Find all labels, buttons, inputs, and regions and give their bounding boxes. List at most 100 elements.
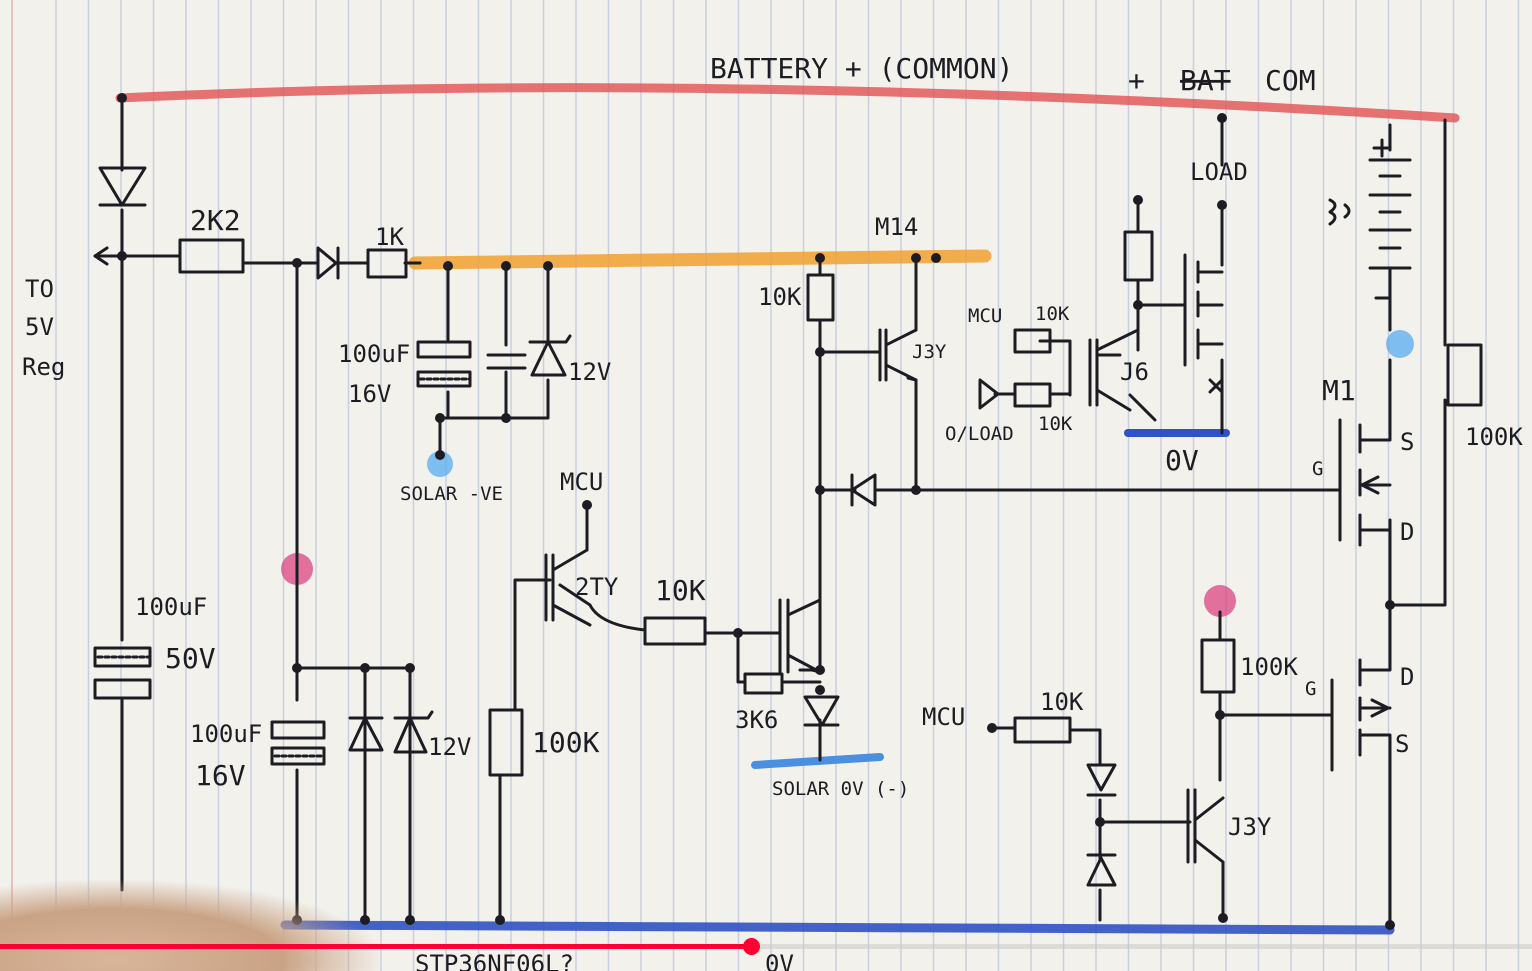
wiring	[93, 96, 1447, 927]
label-m14: M14	[875, 213, 918, 241]
junction-dot	[435, 450, 445, 460]
junction-dot	[501, 261, 511, 271]
paper-rules	[55, 0, 1520, 971]
annotations: BATTERY + (COMMON) + BAT COM LOAD TO 5V …	[22, 52, 1523, 971]
battery-positive-rail	[115, 83, 1460, 123]
junction-dot	[815, 485, 825, 495]
label-10k-mid: 10K	[655, 574, 706, 607]
label-reg: Reg	[22, 353, 65, 381]
junction-dot	[501, 413, 511, 423]
junction-dot	[1385, 920, 1395, 930]
junction-dot	[1133, 300, 1143, 310]
label-j6: J6	[1120, 358, 1149, 386]
video-progress-bar[interactable]	[0, 938, 1532, 955]
label-mcu-top: MCU	[968, 305, 1002, 327]
label-100k-mid: 100K	[532, 726, 600, 759]
label-com: COM	[1265, 64, 1316, 97]
label-12v-low: 12V	[428, 733, 471, 761]
junction-dot	[815, 685, 825, 695]
label-5v: 5V	[25, 313, 54, 341]
label-100uf-low: 100uF	[190, 720, 262, 748]
solar-positive-rail	[408, 249, 992, 270]
junction-dot	[582, 500, 592, 510]
label-to: TO	[25, 275, 54, 303]
label-50v: 50V	[165, 642, 216, 675]
label-s-low: S	[1395, 730, 1409, 758]
label-solar-0v: SOLAR 0V (-)	[772, 778, 909, 800]
label-d-top: D	[1400, 518, 1414, 546]
junction-dot	[117, 93, 127, 103]
label-16v-top: 16V	[348, 380, 391, 408]
label-10k-mcu-top: 10K	[1035, 303, 1070, 325]
junction-dot	[931, 253, 941, 263]
junction-dot	[911, 253, 921, 263]
solar-negative-node	[427, 451, 453, 477]
label-m1: M1	[1322, 374, 1356, 407]
label-bottom-cut-a: STP36NF06L?	[415, 950, 574, 971]
junction-dot	[815, 665, 825, 675]
label-oload: O/LOAD	[945, 423, 1014, 445]
label-g-low: G	[1305, 678, 1316, 700]
label-solar-ve: SOLAR -VE	[400, 483, 503, 505]
video-progress-fill	[0, 944, 751, 949]
label-100uf-50v: 100uF	[135, 593, 207, 621]
junction-dot	[405, 915, 415, 925]
label-1k: 1K	[375, 223, 404, 251]
label-12v-top: 12V	[568, 358, 611, 386]
presenter-hand	[0, 880, 380, 971]
label-10k-oload: 10K	[1038, 413, 1073, 435]
label-100k-low: 100K	[1240, 653, 1298, 681]
label-100k-right: 100K	[1465, 423, 1523, 451]
junction-dot	[733, 628, 743, 638]
label-d-low: D	[1400, 663, 1414, 691]
label-j3y-top: J3Y	[912, 341, 947, 363]
label-mcu-low: MCU	[922, 703, 965, 731]
label-j3y-low: J3Y	[1228, 813, 1272, 841]
junction-dot	[1133, 195, 1143, 205]
junction-dot	[1385, 600, 1395, 610]
junction-dot	[815, 253, 825, 263]
junction-dot	[911, 485, 921, 495]
video-scrubber-handle[interactable]	[742, 938, 760, 955]
label-100uf-top: 100uF	[338, 340, 410, 368]
junction-dot	[360, 663, 370, 673]
junction-dots	[117, 93, 1395, 930]
label-load: LOAD	[1190, 158, 1248, 186]
label-s-top: S	[1400, 428, 1414, 456]
solar-0v-rail	[751, 753, 884, 769]
junction-dot	[443, 261, 453, 271]
label-mcu-mid: MCU	[560, 468, 603, 496]
label-0v-top: 0V	[1165, 444, 1199, 477]
junction-dot	[1217, 113, 1227, 123]
label-bottom-cut-b: 0V	[765, 950, 794, 971]
label-3k6: 3K6	[735, 706, 778, 734]
ground-rail	[280, 920, 1395, 935]
junction-dot	[117, 251, 127, 261]
label-2ty: 2TY	[575, 573, 619, 601]
label-10k-low: 10K	[1040, 688, 1084, 716]
junction-dot	[1215, 710, 1225, 720]
junction-dot	[1218, 913, 1228, 923]
supply-node-right	[1204, 585, 1236, 617]
label-2k2: 2K2	[190, 204, 241, 237]
label-10k-m14: 10K	[758, 283, 802, 311]
junction-dot	[987, 723, 997, 733]
junction-dot	[495, 915, 505, 925]
junction-dot	[1217, 200, 1227, 210]
label-g-top: G	[1312, 458, 1323, 480]
junction-dot	[815, 347, 825, 357]
label-16v-low: 16V	[195, 759, 246, 792]
label-bat-struck: BAT	[1180, 64, 1231, 97]
label-battery-common: BATTERY + (COMMON)	[710, 52, 1013, 85]
junction-dot	[292, 258, 302, 268]
junction-dot	[1095, 817, 1105, 827]
mosfet-source-node	[1386, 330, 1414, 358]
junction-dot	[435, 413, 445, 423]
components	[93, 138, 1483, 887]
junction-dot	[292, 663, 302, 673]
junction-dot	[405, 663, 415, 673]
light-sensor-mark	[1328, 198, 1351, 226]
label-plus: +	[1128, 64, 1145, 97]
